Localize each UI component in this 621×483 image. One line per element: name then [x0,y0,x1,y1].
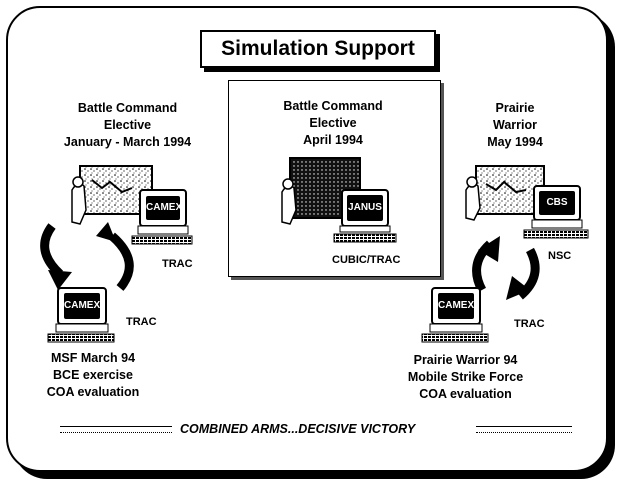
left-bottom-trac-label: TRAC [126,316,157,328]
right-camex-terminal-bottom-icon [421,287,489,343]
right-bottom-monitor-label: CAMEX [438,300,475,311]
center-heading-line-2: Elective [309,116,357,130]
left-caption-line-1: MSF March 94 [50,351,136,365]
right-display-board-icon [465,165,545,221]
motto-rule-left [60,426,172,433]
right-caption: Prairie Warrior 94 Mobile Strike Force C… [378,352,553,403]
right-heading-line-3: May 1994 [487,135,543,149]
left-caption-line-3: COA evaluation [46,385,140,399]
left-heading-line-2: Elective [103,118,152,132]
left-camex-terminal-top-icon [131,189,193,245]
left-top-trac-label: TRAC [162,258,193,270]
slide-title-text: Simulation Support [221,37,415,60]
left-cycle-arrows-icon [40,222,134,291]
right-cycle-arrows-icon [472,236,540,300]
right-heading-line-2: Warrior [493,118,537,132]
left-top-monitor-label: CAMEX [146,202,183,213]
right-top-monitor-label: CBS [546,197,568,208]
right-caption-line-1: Prairie Warrior 94 [413,353,518,367]
left-heading: Battle Command Elective January - March … [40,100,215,151]
center-janus-terminal-icon [333,189,397,243]
right-heading: Prairie Warrior May 1994 [455,100,575,151]
right-nsc-label: NSC [548,250,572,262]
right-cbs-terminal-icon [523,185,589,239]
left-bottom-monitor-label: CAMEX [64,300,101,311]
center-cubic-trac-label: CUBIC/TRAC [332,254,401,266]
left-heading-line-1: Battle Command [77,101,178,115]
center-heading-line-3: April 1994 [303,133,363,147]
center-heading-line-1: Battle Command [283,99,383,113]
left-heading-line-3: January - March 1994 [63,135,192,149]
center-heading: Battle Command Elective April 1994 [248,98,418,149]
left-caption: MSF March 94 BCE exercise COA evaluation [18,350,168,401]
center-monitor-label: JANUS [348,202,382,213]
motto-text: COMBINED ARMS...DECISIVE VICTORY [180,422,416,436]
left-camex-terminal-bottom-icon [47,287,115,343]
right-trac-label: TRAC [514,318,545,330]
right-caption-line-2: Mobile Strike Force [407,370,524,384]
motto-rule-right [476,426,572,433]
right-caption-line-3: COA evaluation [419,387,512,401]
left-caption-line-2: BCE exercise [53,368,133,382]
slide-title: Simulation Support [200,30,436,68]
right-heading-line-1: Prairie [495,101,535,115]
